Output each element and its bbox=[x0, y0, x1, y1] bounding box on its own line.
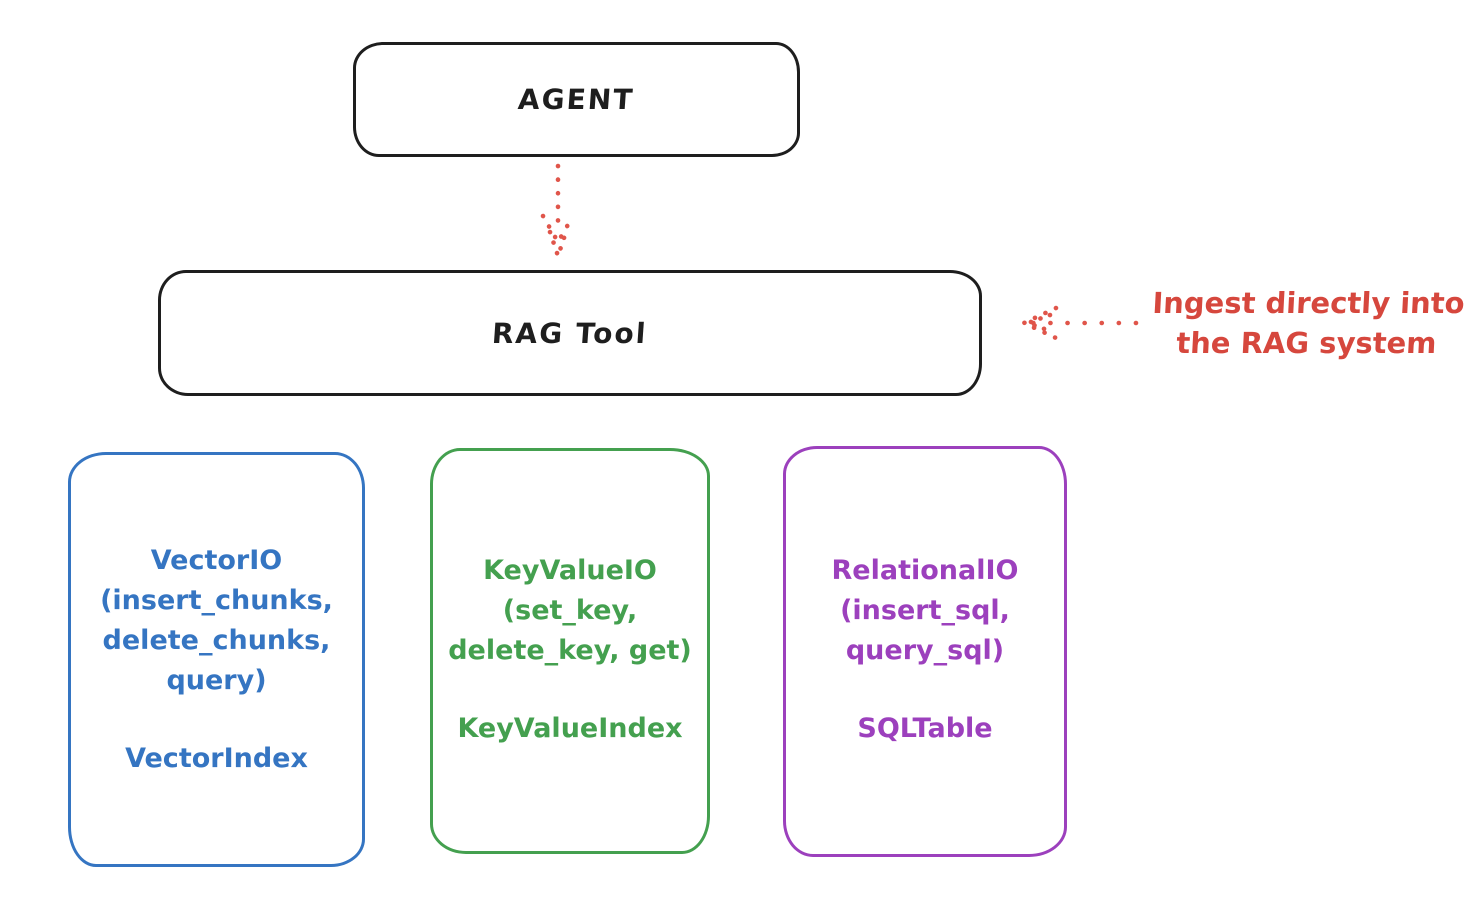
vector-index-label: VectorIndex bbox=[125, 743, 308, 774]
vector-io-card: VectorIO (insert_chunks, delete_chunks, … bbox=[68, 452, 365, 867]
keyvalue-io-methods-line-1: (set_key, bbox=[502, 595, 638, 626]
relational-io-methods-line-1: (insert_sql, bbox=[840, 595, 1010, 626]
agent-box: AGENT bbox=[353, 42, 800, 157]
relational-io-title: RelationalIO bbox=[831, 555, 1019, 586]
relational-io-card: RelationalIO (insert_sql, query_sql) SQL… bbox=[783, 446, 1067, 857]
arrow-annotation-to-rag-icon bbox=[1018, 305, 1139, 341]
vector-io-title: VectorIO bbox=[150, 545, 283, 576]
annotation-line-2: the RAG system bbox=[1175, 326, 1438, 360]
keyvalue-index-label: KeyValueIndex bbox=[457, 713, 683, 744]
annotation-line-1: Ingest directly into bbox=[1151, 286, 1466, 320]
rag-tool-box: RAG Tool bbox=[158, 270, 982, 396]
agent-label: AGENT bbox=[517, 83, 636, 116]
arrow-agent-to-rag-icon bbox=[540, 163, 576, 264]
vector-io-methods-line-3: query) bbox=[166, 665, 267, 696]
annotation-text: Ingest directly into the RAG system bbox=[1133, 283, 1482, 363]
vector-io-methods-line-1: (insert_chunks, bbox=[100, 585, 333, 616]
rag-tool-label: RAG Tool bbox=[491, 316, 649, 350]
relational-io-methods-line-2: query_sql) bbox=[845, 635, 1005, 666]
sql-table-label: SQLTable bbox=[857, 713, 993, 744]
keyvalue-io-title: KeyValueIO bbox=[483, 555, 657, 586]
keyvalue-io-methods-line-2: delete_key, get) bbox=[448, 635, 692, 666]
keyvalue-io-card: KeyValueIO (set_key, delete_key, get) Ke… bbox=[430, 448, 710, 854]
vector-io-methods-line-2: delete_chunks, bbox=[102, 625, 331, 656]
